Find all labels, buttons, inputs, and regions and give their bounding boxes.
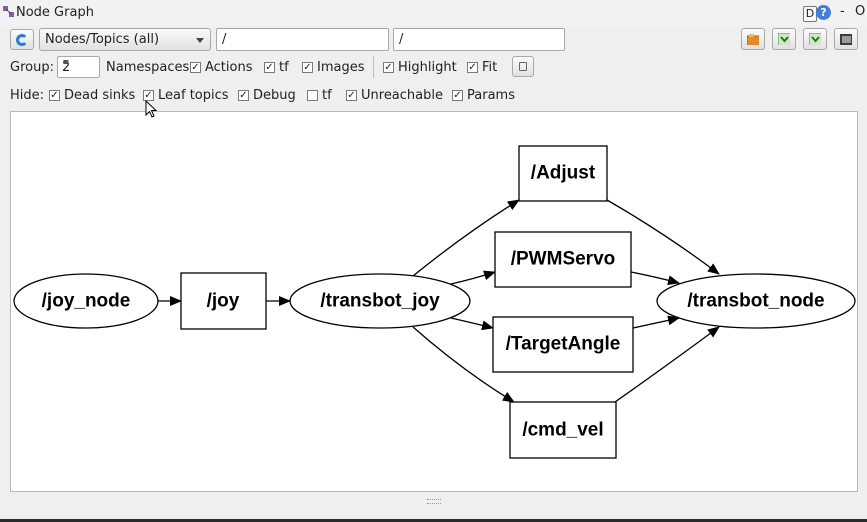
folder-open-icon: [747, 34, 759, 45]
window-title: Node Graph: [16, 5, 94, 20]
edge-transbot_joy-pwmservo[interactable]: [450, 270, 496, 285]
load-dot-button[interactable]: [741, 28, 765, 50]
graph-svg: /joy_node /joy /transbot_joy /Adjust /PW…: [13, 145, 856, 459]
edge-targetangle-transbot_node[interactable]: [632, 315, 680, 329]
dead-sinks-label: Dead sinks: [64, 88, 136, 103]
refresh-icon: [16, 34, 28, 46]
close-button[interactable]: O: [855, 4, 866, 19]
mouse-cursor-icon: [145, 99, 158, 122]
edge-pwmservo-transbot_node[interactable]: [630, 271, 680, 286]
toolbar-separator: [373, 56, 374, 78]
hide-label: Hide:: [10, 88, 45, 103]
graph-mode-select[interactable]: Nodes/Topics (all): [39, 28, 211, 51]
window-bottom-border: [0, 519, 867, 522]
images-label: Images: [317, 60, 365, 75]
dead-sinks-checkbox[interactable]: ✓: [49, 90, 60, 101]
edge-adjust-transbot_node[interactable]: [606, 199, 720, 275]
edge-transbot_joy-targetangle[interactable]: [450, 317, 494, 331]
group-spinbox[interactable]: 2: [57, 56, 100, 78]
node-label-joy_node: /joy_node: [42, 291, 131, 312]
help-icon[interactable]: ?: [816, 5, 831, 20]
node-transbot_joy[interactable]: [289, 273, 471, 329]
highlight-label: Highlight: [398, 60, 457, 75]
save-dot-button[interactable]: [772, 28, 796, 50]
fit-label: Fit: [482, 60, 498, 75]
topic-label-adjust: /Adjust: [531, 163, 596, 184]
edge-cmd_vel-transbot_node[interactable]: [614, 326, 720, 403]
tf-label: tf: [279, 60, 289, 75]
node-label-transbot_joy: /transbot_joy: [320, 291, 440, 312]
resize-grip[interactable]: [427, 499, 441, 504]
images-checkbox[interactable]: ✓: [302, 62, 313, 73]
hide-tf-label: tf: [322, 88, 332, 103]
params-checkbox[interactable]: ✓: [452, 90, 463, 101]
hide-tf-checkbox[interactable]: [307, 90, 318, 101]
tf-checkbox[interactable]: ✓: [264, 62, 275, 73]
edge-transbot_joy-adjust[interactable]: [412, 199, 520, 277]
edge-transbot_joy-cmd_vel[interactable]: [412, 326, 515, 403]
unreachable-label: Unreachable: [361, 88, 443, 103]
node-filter-value: /: [222, 32, 227, 47]
leaf-topics-label: Leaf topics: [158, 88, 229, 103]
save-svg-icon: [809, 33, 821, 45]
app-icon: [3, 6, 14, 17]
debug-label: Debug: [253, 88, 296, 103]
fit-view-icon: [519, 62, 527, 71]
params-label: Params: [467, 88, 515, 103]
node-transbot_node[interactable]: [656, 273, 856, 329]
topic-cmd_vel[interactable]: [509, 401, 617, 459]
topic-label-pwmservo: /PWMServo: [511, 249, 616, 270]
namespaces-label: Namespaces: [106, 60, 190, 75]
refresh-button[interactable]: [10, 29, 34, 50]
node-label-transbot_node: /transbot_node: [687, 291, 824, 312]
topic-filter-input[interactable]: /: [393, 28, 565, 51]
topic-label-joy: /joy: [207, 291, 240, 312]
spin-down-icon[interactable]: [63, 60, 69, 64]
save-image-button[interactable]: [834, 28, 858, 50]
save-image-icon: [840, 34, 852, 45]
group-label: Group:: [10, 60, 54, 75]
node-filter-input[interactable]: /: [216, 28, 389, 51]
debug-checkbox[interactable]: ✓: [238, 90, 249, 101]
save-svg-button[interactable]: [803, 28, 827, 50]
topic-joy[interactable]: [180, 272, 267, 330]
topic-pwmservo[interactable]: [494, 231, 632, 288]
dock-button[interactable]: D: [803, 6, 817, 22]
minimize-button[interactable]: -: [840, 4, 845, 19]
chevron-down-icon: [196, 38, 204, 43]
actions-label: Actions: [205, 60, 253, 75]
topic-adjust[interactable]: [518, 145, 608, 202]
leaf-topics-checkbox[interactable]: ✓: [143, 90, 154, 101]
topic-filter-value: /: [399, 32, 404, 47]
highlight-checkbox[interactable]: ✓: [383, 62, 394, 73]
topic-label-targetangle: /TargetAngle: [506, 334, 621, 355]
topic-targetangle[interactable]: [492, 316, 634, 373]
node-joy_node[interactable]: [13, 273, 159, 329]
actions-checkbox[interactable]: ✓: [190, 62, 201, 73]
fit-checkbox[interactable]: ✓: [467, 62, 478, 73]
save-dot-icon: [778, 33, 790, 45]
group-value: 2: [62, 60, 71, 75]
topic-label-cmd_vel: /cmd_vel: [522, 420, 603, 441]
unreachable-checkbox[interactable]: ✓: [346, 90, 357, 101]
graph-canvas[interactable]: /joy_node /joy /transbot_joy /Adjust /PW…: [10, 111, 858, 492]
title-bar: [0, 0, 867, 26]
fit-in-view-button[interactable]: [512, 56, 534, 77]
graph-mode-value: Nodes/Topics (all): [45, 32, 160, 47]
